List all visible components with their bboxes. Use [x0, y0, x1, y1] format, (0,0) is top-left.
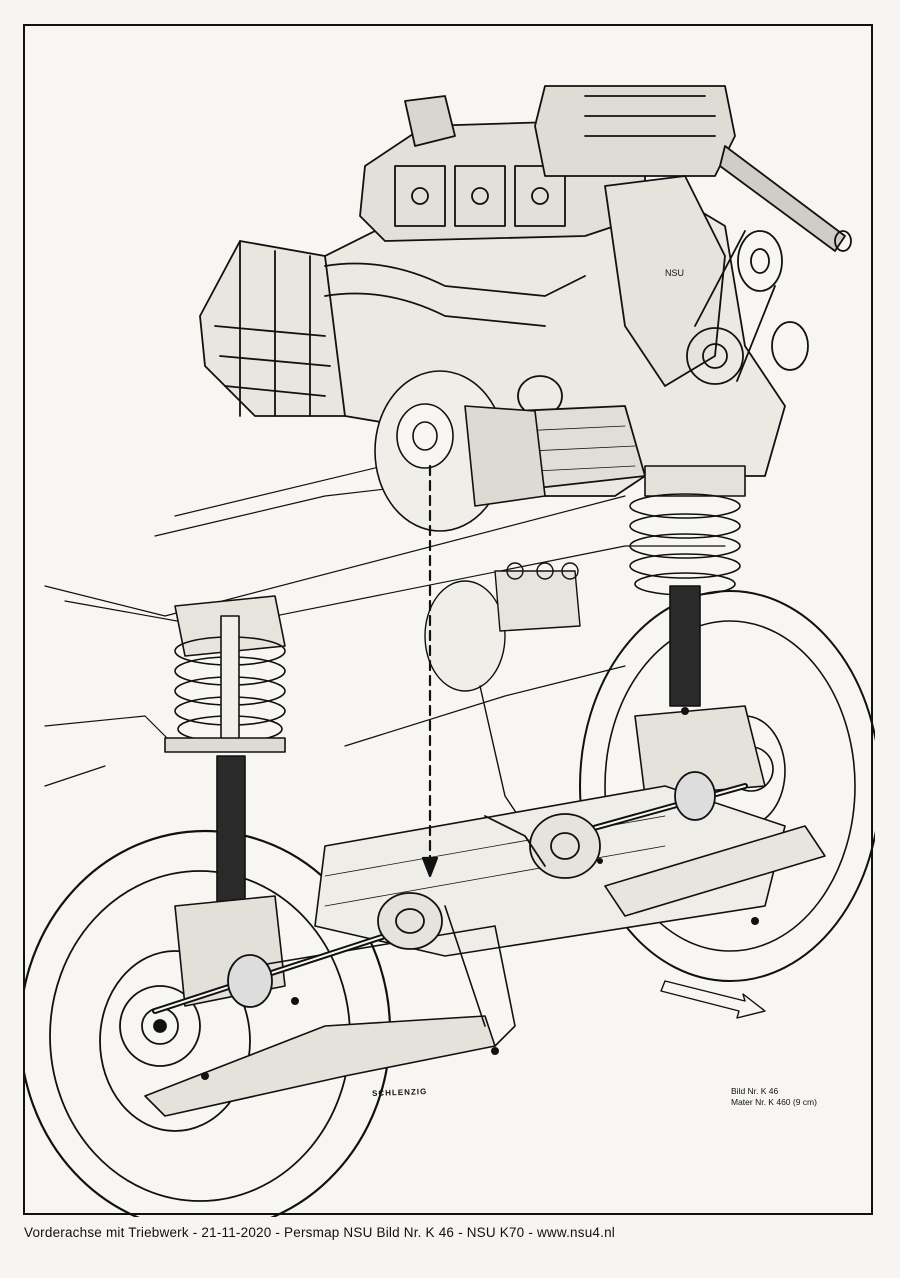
illustration-frame: NSU	[23, 24, 875, 1217]
brake-disc	[374, 370, 546, 532]
front-strut	[164, 595, 286, 1007]
drive-shafts	[152, 771, 748, 1014]
svg-text:NSU: NSU	[665, 268, 684, 278]
rear-strut	[629, 465, 766, 797]
caption-mater-number: Mater Nr. K 460 (9 cm)	[731, 1097, 817, 1107]
master-cylinder	[424, 562, 581, 827]
direction-arrow	[660, 980, 766, 1019]
footer-caption: Vorderachse mit Triebwerk - 21-11-2020 -…	[24, 1225, 615, 1240]
reference-arrow	[421, 464, 439, 878]
caption-bild-number: Bild Nr. K 46	[731, 1086, 779, 1096]
body-outline	[44, 455, 726, 787]
technical-drawing: NSU	[25, 85, 875, 1217]
artist-signature: SCHLENZIG	[371, 1087, 428, 1098]
details	[201, 707, 759, 1080]
image-caption: Bild Nr. K 46 Mater Nr. K 460 (9 cm)	[731, 1086, 817, 1108]
